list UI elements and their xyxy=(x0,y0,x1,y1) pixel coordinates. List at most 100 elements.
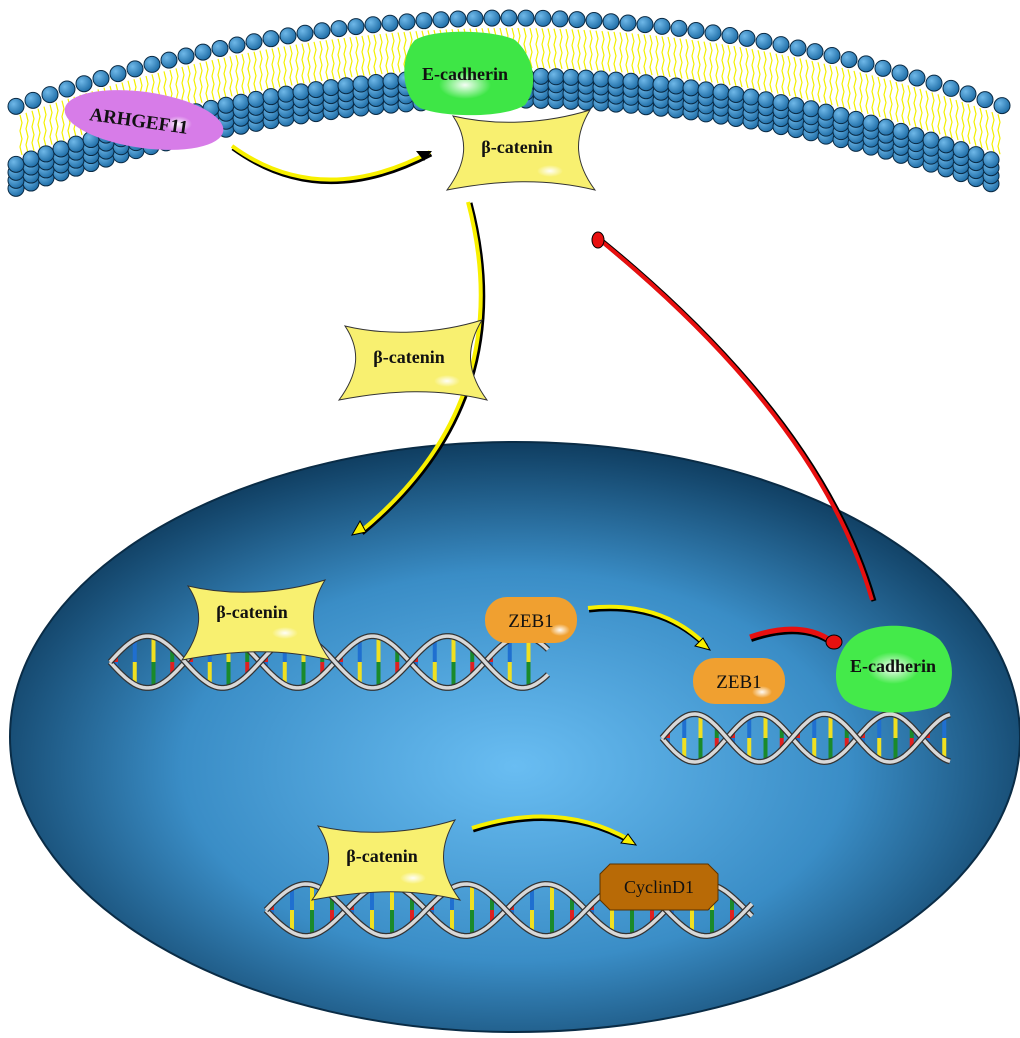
lipid-head xyxy=(22,150,40,168)
lipid-tail xyxy=(763,51,767,92)
lipid-tail xyxy=(625,32,629,74)
lipid-head xyxy=(217,96,235,114)
lipid-tail xyxy=(745,48,749,89)
activation-arrow-zeb1 xyxy=(587,604,712,651)
lipid-head xyxy=(194,43,212,61)
lipid-tail xyxy=(25,112,29,153)
lipid-head xyxy=(847,110,865,128)
lipid-tail xyxy=(649,34,653,76)
lipid-tail xyxy=(757,50,761,91)
lipid-head xyxy=(517,9,535,27)
lipid-tail xyxy=(853,70,857,111)
lipid-head xyxy=(228,36,246,54)
lipid-tail xyxy=(769,52,773,93)
lipid-tail xyxy=(307,42,311,83)
lipid-tail xyxy=(235,55,239,96)
lipid-tail xyxy=(199,62,203,103)
lipid-tail xyxy=(247,52,251,93)
lipid-head xyxy=(75,75,93,93)
lipid-tail xyxy=(709,42,713,83)
lipid-head xyxy=(337,77,355,95)
lipid-head xyxy=(562,68,580,86)
lipid-tail xyxy=(949,97,953,139)
lipid-head xyxy=(907,127,925,145)
lipid-tail xyxy=(583,29,587,71)
lipid-tail xyxy=(655,35,659,76)
lipid-head xyxy=(925,74,943,92)
lipid-tail xyxy=(691,39,695,81)
lipid-tail xyxy=(37,108,41,149)
lipid-head xyxy=(364,16,382,34)
lipid-tail xyxy=(343,37,347,79)
lipid-tail xyxy=(919,88,923,129)
lipid-head xyxy=(262,88,280,106)
lipid-head xyxy=(126,60,144,78)
lipid-head xyxy=(653,17,671,35)
lipid-head xyxy=(652,75,670,93)
lipid-head xyxy=(619,14,637,32)
lipid-head xyxy=(585,12,603,30)
lipid-tail xyxy=(259,50,263,91)
lipid-tail xyxy=(733,46,737,87)
lipid-tail xyxy=(667,36,671,78)
lipid-tail xyxy=(253,51,257,92)
lipid-head xyxy=(704,24,722,42)
lipid-tail xyxy=(391,32,395,74)
lipid-head xyxy=(727,85,745,103)
bcatenin-label: β-catenin xyxy=(216,602,287,622)
lipid-head xyxy=(143,55,161,73)
zeb1-left: ZEB1 xyxy=(485,597,577,643)
lipid-tail xyxy=(241,53,245,95)
lipid-head xyxy=(92,70,110,88)
lipid-tail xyxy=(739,47,743,88)
lipid-head xyxy=(211,39,229,57)
lipid-head xyxy=(891,64,909,82)
lipid-head xyxy=(279,27,297,45)
bcatenin-cytoplasm: β-catenin xyxy=(337,319,489,401)
lipid-head xyxy=(772,36,790,54)
lipid-head xyxy=(789,39,807,57)
lipid-head xyxy=(976,91,994,109)
lipid-head xyxy=(840,51,858,69)
lipid-head xyxy=(738,29,756,47)
lipid-tail xyxy=(271,48,275,89)
lipid-tail xyxy=(529,27,533,69)
lipid-tail xyxy=(229,56,233,97)
lipid-tail xyxy=(19,114,23,156)
lipid-tail xyxy=(913,86,917,128)
lipid-tail xyxy=(787,55,791,97)
lipid-tail xyxy=(553,28,557,69)
lipid-tail xyxy=(565,28,569,70)
lipid-head xyxy=(806,43,824,61)
lipid-tail xyxy=(643,34,647,75)
bcatenin-nucleus-top: β-catenin xyxy=(180,579,332,661)
lipid-head xyxy=(687,22,705,40)
lipid-tail xyxy=(547,28,551,69)
lipid-tail xyxy=(895,81,899,123)
bcatenin-label: β-catenin xyxy=(346,846,417,866)
lipid-head xyxy=(160,51,178,69)
cyclind1-label: CyclinD1 xyxy=(624,877,694,897)
lipid-head xyxy=(37,145,55,163)
lipid-tail xyxy=(379,33,383,75)
zeb1-label: ZEB1 xyxy=(716,672,761,693)
lipid-head xyxy=(532,67,550,85)
lipid-tail xyxy=(193,64,197,105)
lipid-tail xyxy=(793,57,797,98)
lipid-tail xyxy=(559,28,563,70)
lipid-head xyxy=(7,155,25,173)
lipid-head xyxy=(742,88,760,106)
lipid-head xyxy=(622,72,640,90)
lipid-tail xyxy=(385,33,389,74)
lipid-head xyxy=(41,86,59,104)
lipid-tail xyxy=(805,59,809,100)
lipid-head xyxy=(959,85,977,103)
lipid-head xyxy=(449,10,467,28)
lipid-tail xyxy=(187,65,191,106)
lipid-head xyxy=(892,122,910,140)
lipid-head xyxy=(483,9,501,27)
lipid-tail xyxy=(367,35,371,76)
lipid-tail xyxy=(751,49,755,90)
